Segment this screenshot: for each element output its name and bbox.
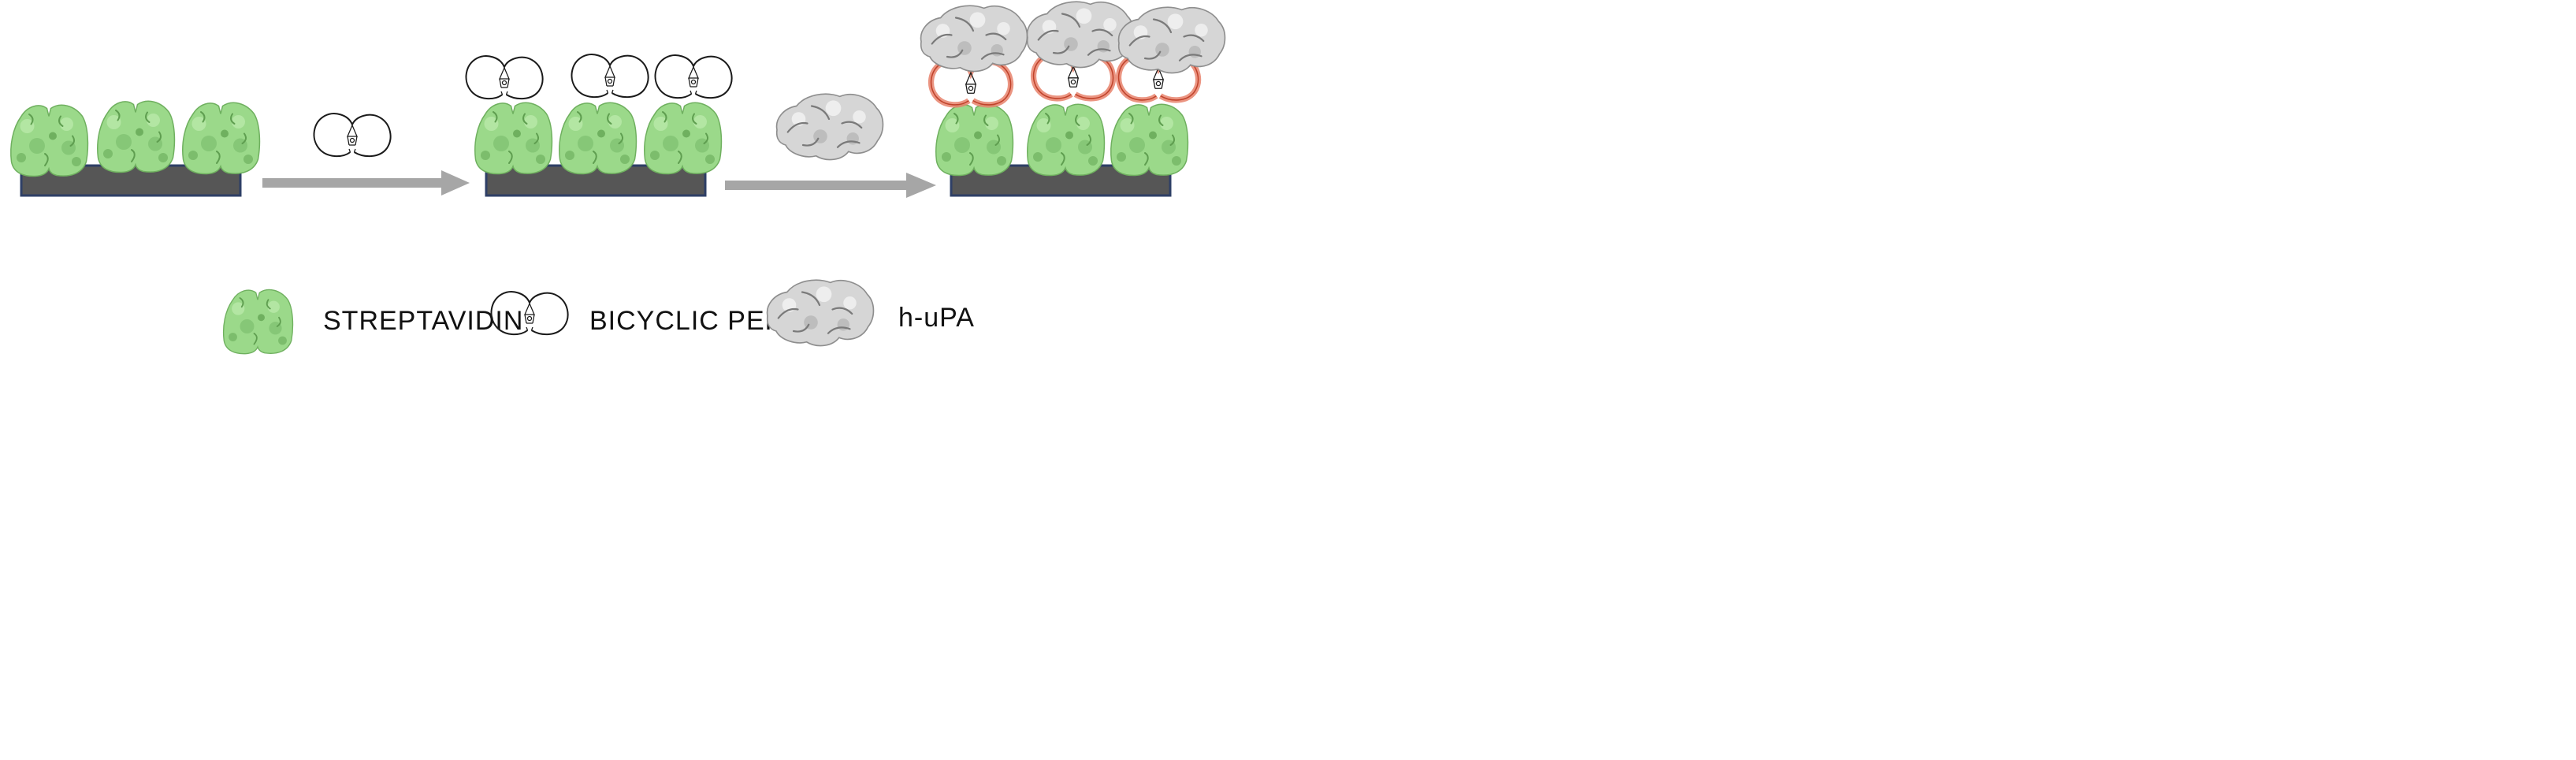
arrow-2-shaft — [725, 181, 910, 190]
streptavidin-2a — [474, 102, 553, 175]
streptavidin-1a — [9, 104, 89, 177]
h-upa-3b — [1026, 1, 1135, 69]
step-add-bicyclic-peptide — [262, 113, 470, 196]
legend: STREPTAVIDIN BICYCLIC PEPTIDE h-uPA — [222, 279, 975, 355]
stage-peptide-coated-surface — [465, 54, 733, 197]
h-upa-icon — [766, 279, 875, 347]
legend-label-streptavidin: STREPTAVIDIN — [323, 306, 523, 336]
h-upa-3c — [1117, 6, 1226, 74]
bicyclic-peptide-2a — [465, 55, 544, 100]
step-add-h-upa — [725, 93, 936, 198]
streptavidin-1b — [96, 100, 176, 173]
streptavidin-3c — [1110, 103, 1189, 177]
streptavidin-2b — [558, 102, 637, 175]
bicyclic-peptide-2b — [571, 54, 649, 99]
stage-streptavidin-surface — [9, 100, 261, 197]
arrow-1-shaft — [262, 178, 444, 188]
bicyclic-peptide-reagent — [313, 113, 392, 158]
legend-item-streptavidin: STREPTAVIDIN — [222, 289, 523, 355]
bicyclic-peptide-2c — [654, 54, 733, 99]
arrow-1-head — [441, 170, 470, 196]
streptavidin-icon — [222, 289, 294, 355]
h-upa-3a — [920, 5, 1028, 73]
legend-label-h-upa: h-uPA — [898, 303, 975, 333]
streptavidin-3b — [1026, 103, 1106, 177]
legend-item-h-upa: h-uPA — [766, 279, 975, 347]
streptavidin-2c — [643, 102, 723, 175]
stage-upa-bound-surface — [920, 1, 1226, 197]
h-upa-reagent — [775, 93, 884, 161]
streptavidin-3a — [935, 103, 1014, 177]
arrow-2-head — [906, 173, 936, 198]
streptavidin-1c — [181, 102, 261, 175]
